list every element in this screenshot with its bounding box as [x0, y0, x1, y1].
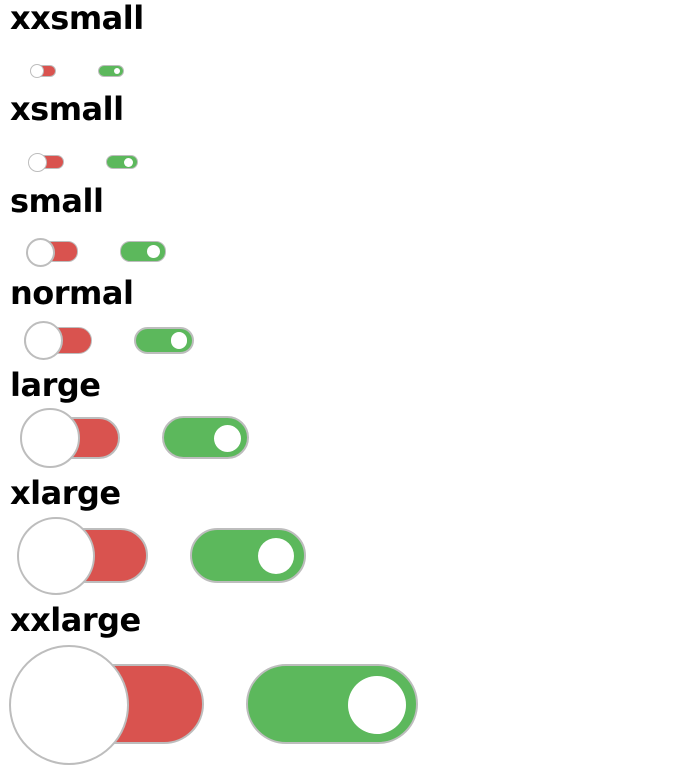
toggle-xsmall-on[interactable]	[106, 155, 138, 169]
toggle-knob	[20, 408, 80, 468]
toggle-knob	[258, 538, 294, 574]
size-label-large: large	[10, 366, 101, 404]
toggle-knob	[214, 425, 241, 452]
toggle-knob	[17, 517, 95, 595]
toggle-knob	[114, 68, 120, 74]
size-label-xxlarge: xxlarge	[10, 601, 141, 639]
toggle-xlarge-on[interactable]	[190, 528, 306, 583]
toggle-knob	[30, 64, 44, 78]
toggle-small-on[interactable]	[120, 241, 166, 262]
size-label-xsmall: xsmall	[10, 90, 124, 128]
size-label-xxsmall: xxsmall	[10, 0, 144, 37]
toggle-xlarge-off[interactable]	[17, 517, 148, 595]
toggle-xsmall-off[interactable]	[28, 153, 64, 172]
toggle-knob	[9, 645, 129, 765]
toggle-normal-on[interactable]	[134, 327, 194, 354]
toggle-knob	[147, 245, 160, 258]
toggle-knob	[124, 158, 133, 167]
size-label-small: small	[10, 182, 104, 220]
toggle-xxlarge-off[interactable]	[9, 645, 204, 765]
toggle-large-on[interactable]	[162, 416, 249, 459]
toggle-small-off[interactable]	[26, 238, 78, 267]
toggle-knob	[28, 153, 47, 172]
toggle-xxsmall-on[interactable]	[98, 65, 124, 77]
toggle-xxsmall-off[interactable]	[30, 64, 56, 78]
toggle-large-off[interactable]	[20, 408, 120, 468]
toggle-xxlarge-on[interactable]	[246, 664, 418, 744]
toggle-knob	[348, 676, 406, 734]
toggle-normal-off[interactable]	[24, 321, 92, 360]
toggle-knob	[171, 332, 187, 349]
size-label-normal: normal	[10, 274, 134, 312]
toggle-knob	[26, 238, 55, 267]
toggle-knob	[24, 321, 63, 360]
size-label-xlarge: xlarge	[10, 474, 121, 512]
